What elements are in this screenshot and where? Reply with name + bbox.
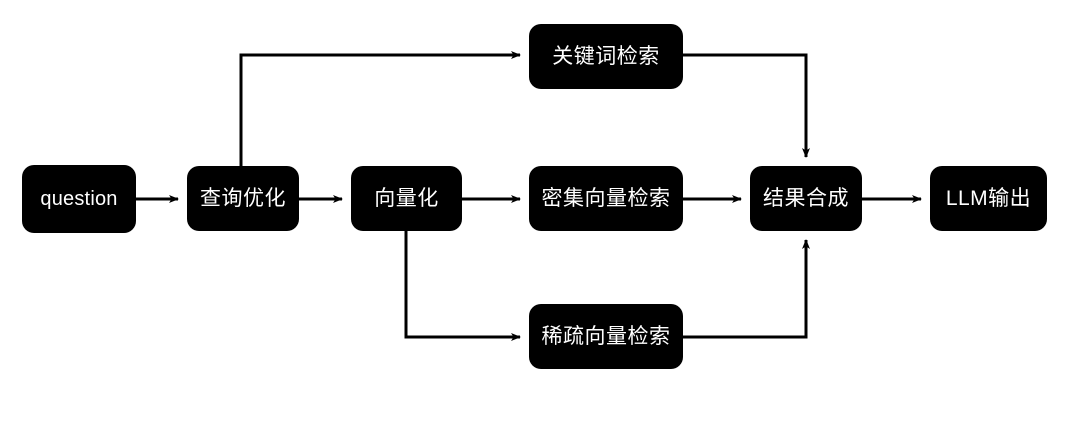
node-question-label: question xyxy=(40,188,118,210)
node-sparse-vector-retrieval[interactable]: 稀疏向量检索 xyxy=(529,304,683,369)
edge-sparse-to-merge xyxy=(683,239,810,339)
edge-keyword-to-merge xyxy=(683,53,810,158)
node-result-merge[interactable]: 结果合成 xyxy=(750,166,862,231)
node-question[interactable]: question xyxy=(22,165,136,233)
node-vectorization[interactable]: 向量化 xyxy=(351,166,462,231)
node-keyword-retrieval[interactable]: 关键词检索 xyxy=(529,24,683,89)
node-result-merge-label: 结果合成 xyxy=(763,187,849,210)
node-llm-output[interactable]: LLM输出 xyxy=(930,166,1047,231)
edge-vectorize-to-sparse xyxy=(404,231,521,341)
node-llm-output-label: LLM输出 xyxy=(945,187,1032,210)
node-vectorization-label: 向量化 xyxy=(374,187,439,210)
node-sparse-vector-retrieval-label: 稀疏向量检索 xyxy=(541,325,671,348)
node-dense-vector-retrieval-label: 密集向量检索 xyxy=(541,187,671,210)
node-dense-vector-retrieval[interactable]: 密集向量检索 xyxy=(529,166,683,231)
node-keyword-retrieval-label: 关键词检索 xyxy=(552,45,660,68)
edge-query-opt-to-keyword xyxy=(239,51,521,166)
node-query-optimization[interactable]: 查询优化 xyxy=(187,166,299,231)
node-query-optimization-label: 查询优化 xyxy=(200,187,286,210)
